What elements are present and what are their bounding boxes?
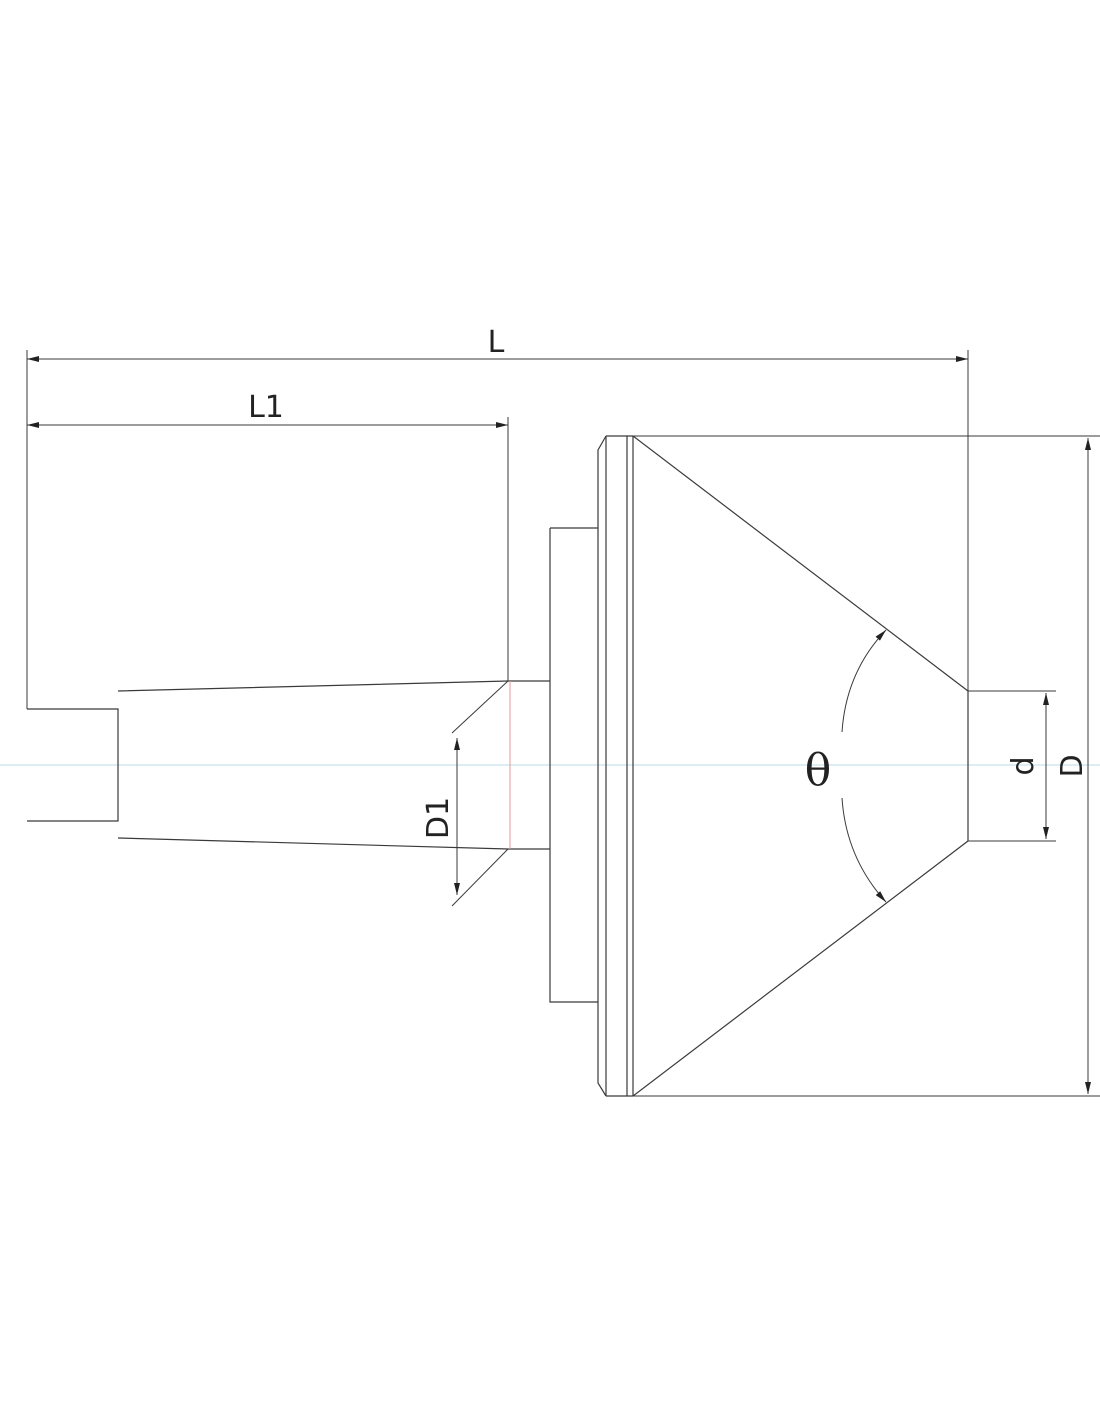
dimension-D-label: D — [1055, 754, 1090, 777]
dimension-L1-label: L1 — [248, 390, 284, 425]
collar — [549, 527, 598, 1003]
dimension-d-label: d — [1006, 756, 1041, 775]
angle-theta-label: θ — [805, 745, 832, 796]
angle-arc-upper — [841, 629, 887, 733]
extension-lines — [26, 350, 1100, 1097]
dimension-D1-label: D1 — [421, 797, 456, 839]
shank-end — [27, 708, 119, 822]
angle-arc-lower — [841, 797, 887, 903]
head-body — [597, 435, 969, 1097]
dimension-L-label: L — [488, 325, 505, 360]
